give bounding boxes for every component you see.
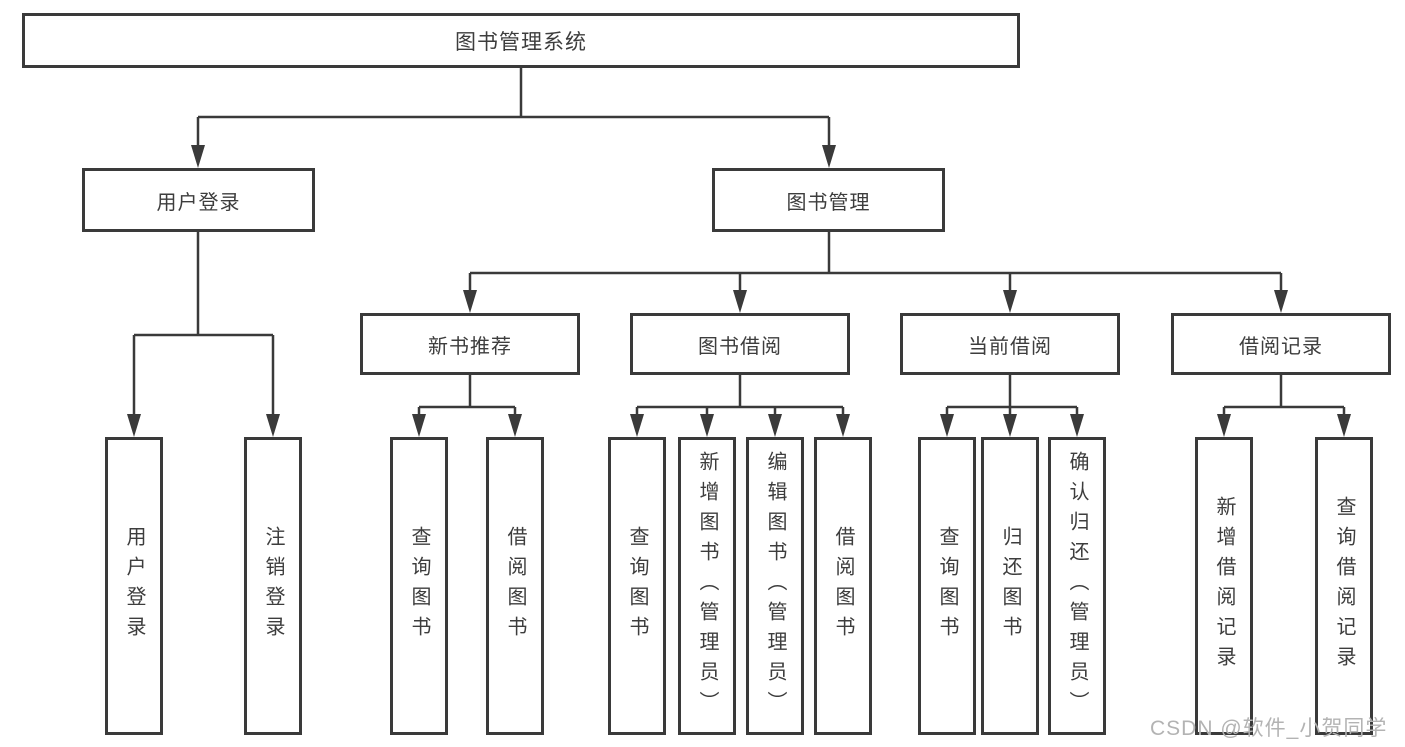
node-confirm-return-admin: 确认归还（管理员）	[1048, 437, 1106, 735]
node-borrow-books-recommend: 借阅图书	[486, 437, 544, 735]
node-borrow-books-leaf: 借阅图书	[814, 437, 872, 735]
node-add-borrow-record: 新增借阅记录	[1195, 437, 1253, 735]
node-query-books-recommend-label: 查询图书	[408, 526, 430, 646]
node-query-borrow-record: 查询借阅记录	[1315, 437, 1373, 735]
node-query-borrow-record-label: 查询借阅记录	[1333, 496, 1355, 676]
node-edit-book-admin-label: 编辑图书（管理员）	[764, 451, 786, 721]
node-add-book-admin: 新增图书（管理员）	[678, 437, 736, 735]
node-current-borrow: 当前借阅	[900, 313, 1120, 375]
node-user-login-leaf: 用户登录	[105, 437, 163, 735]
node-book-management: 图书管理	[712, 168, 945, 232]
node-user-login-leaf-label: 用户登录	[123, 526, 145, 646]
node-confirm-return-admin-label: 确认归还（管理员）	[1066, 451, 1088, 721]
node-root: 图书管理系统	[22, 13, 1020, 68]
node-borrow-books-leaf-label: 借阅图书	[832, 526, 854, 646]
node-query-books-recommend: 查询图书	[390, 437, 448, 735]
node-user-login-label: 用户登录	[156, 191, 241, 214]
node-return-books: 归还图书	[981, 437, 1039, 735]
node-query-books-borrow-label: 查询图书	[626, 526, 648, 646]
node-borrow-books-recommend-label: 借阅图书	[504, 526, 526, 646]
node-query-books-current: 查询图书	[918, 437, 976, 735]
node-book-borrow-label: 图书借阅	[698, 335, 782, 358]
node-query-books-borrow: 查询图书	[608, 437, 666, 735]
node-add-book-admin-label: 新增图书（管理员）	[696, 451, 718, 721]
node-logout: 注销登录	[244, 437, 302, 735]
node-new-book-recommend-label: 新书推荐	[428, 335, 512, 358]
node-root-label: 图书管理系统	[455, 30, 587, 54]
arrowheads	[127, 145, 1351, 437]
node-current-borrow-label: 当前借阅	[968, 335, 1052, 358]
node-borrow-records: 借阅记录	[1171, 313, 1391, 375]
node-book-borrow: 图书借阅	[630, 313, 850, 375]
node-query-books-current-label: 查询图书	[936, 526, 958, 646]
node-user-login: 用户登录	[82, 168, 315, 232]
node-add-borrow-record-label: 新增借阅记录	[1213, 496, 1235, 676]
node-book-management-label: 图书管理	[786, 191, 871, 214]
csdn-watermark: CSDN @软件_小贺同学	[1150, 717, 1388, 740]
node-new-book-recommend: 新书推荐	[360, 313, 580, 375]
node-edit-book-admin: 编辑图书（管理员）	[746, 437, 804, 735]
node-return-books-label: 归还图书	[999, 526, 1021, 646]
node-borrow-records-label: 借阅记录	[1239, 335, 1323, 358]
node-logout-label: 注销登录	[262, 526, 284, 646]
